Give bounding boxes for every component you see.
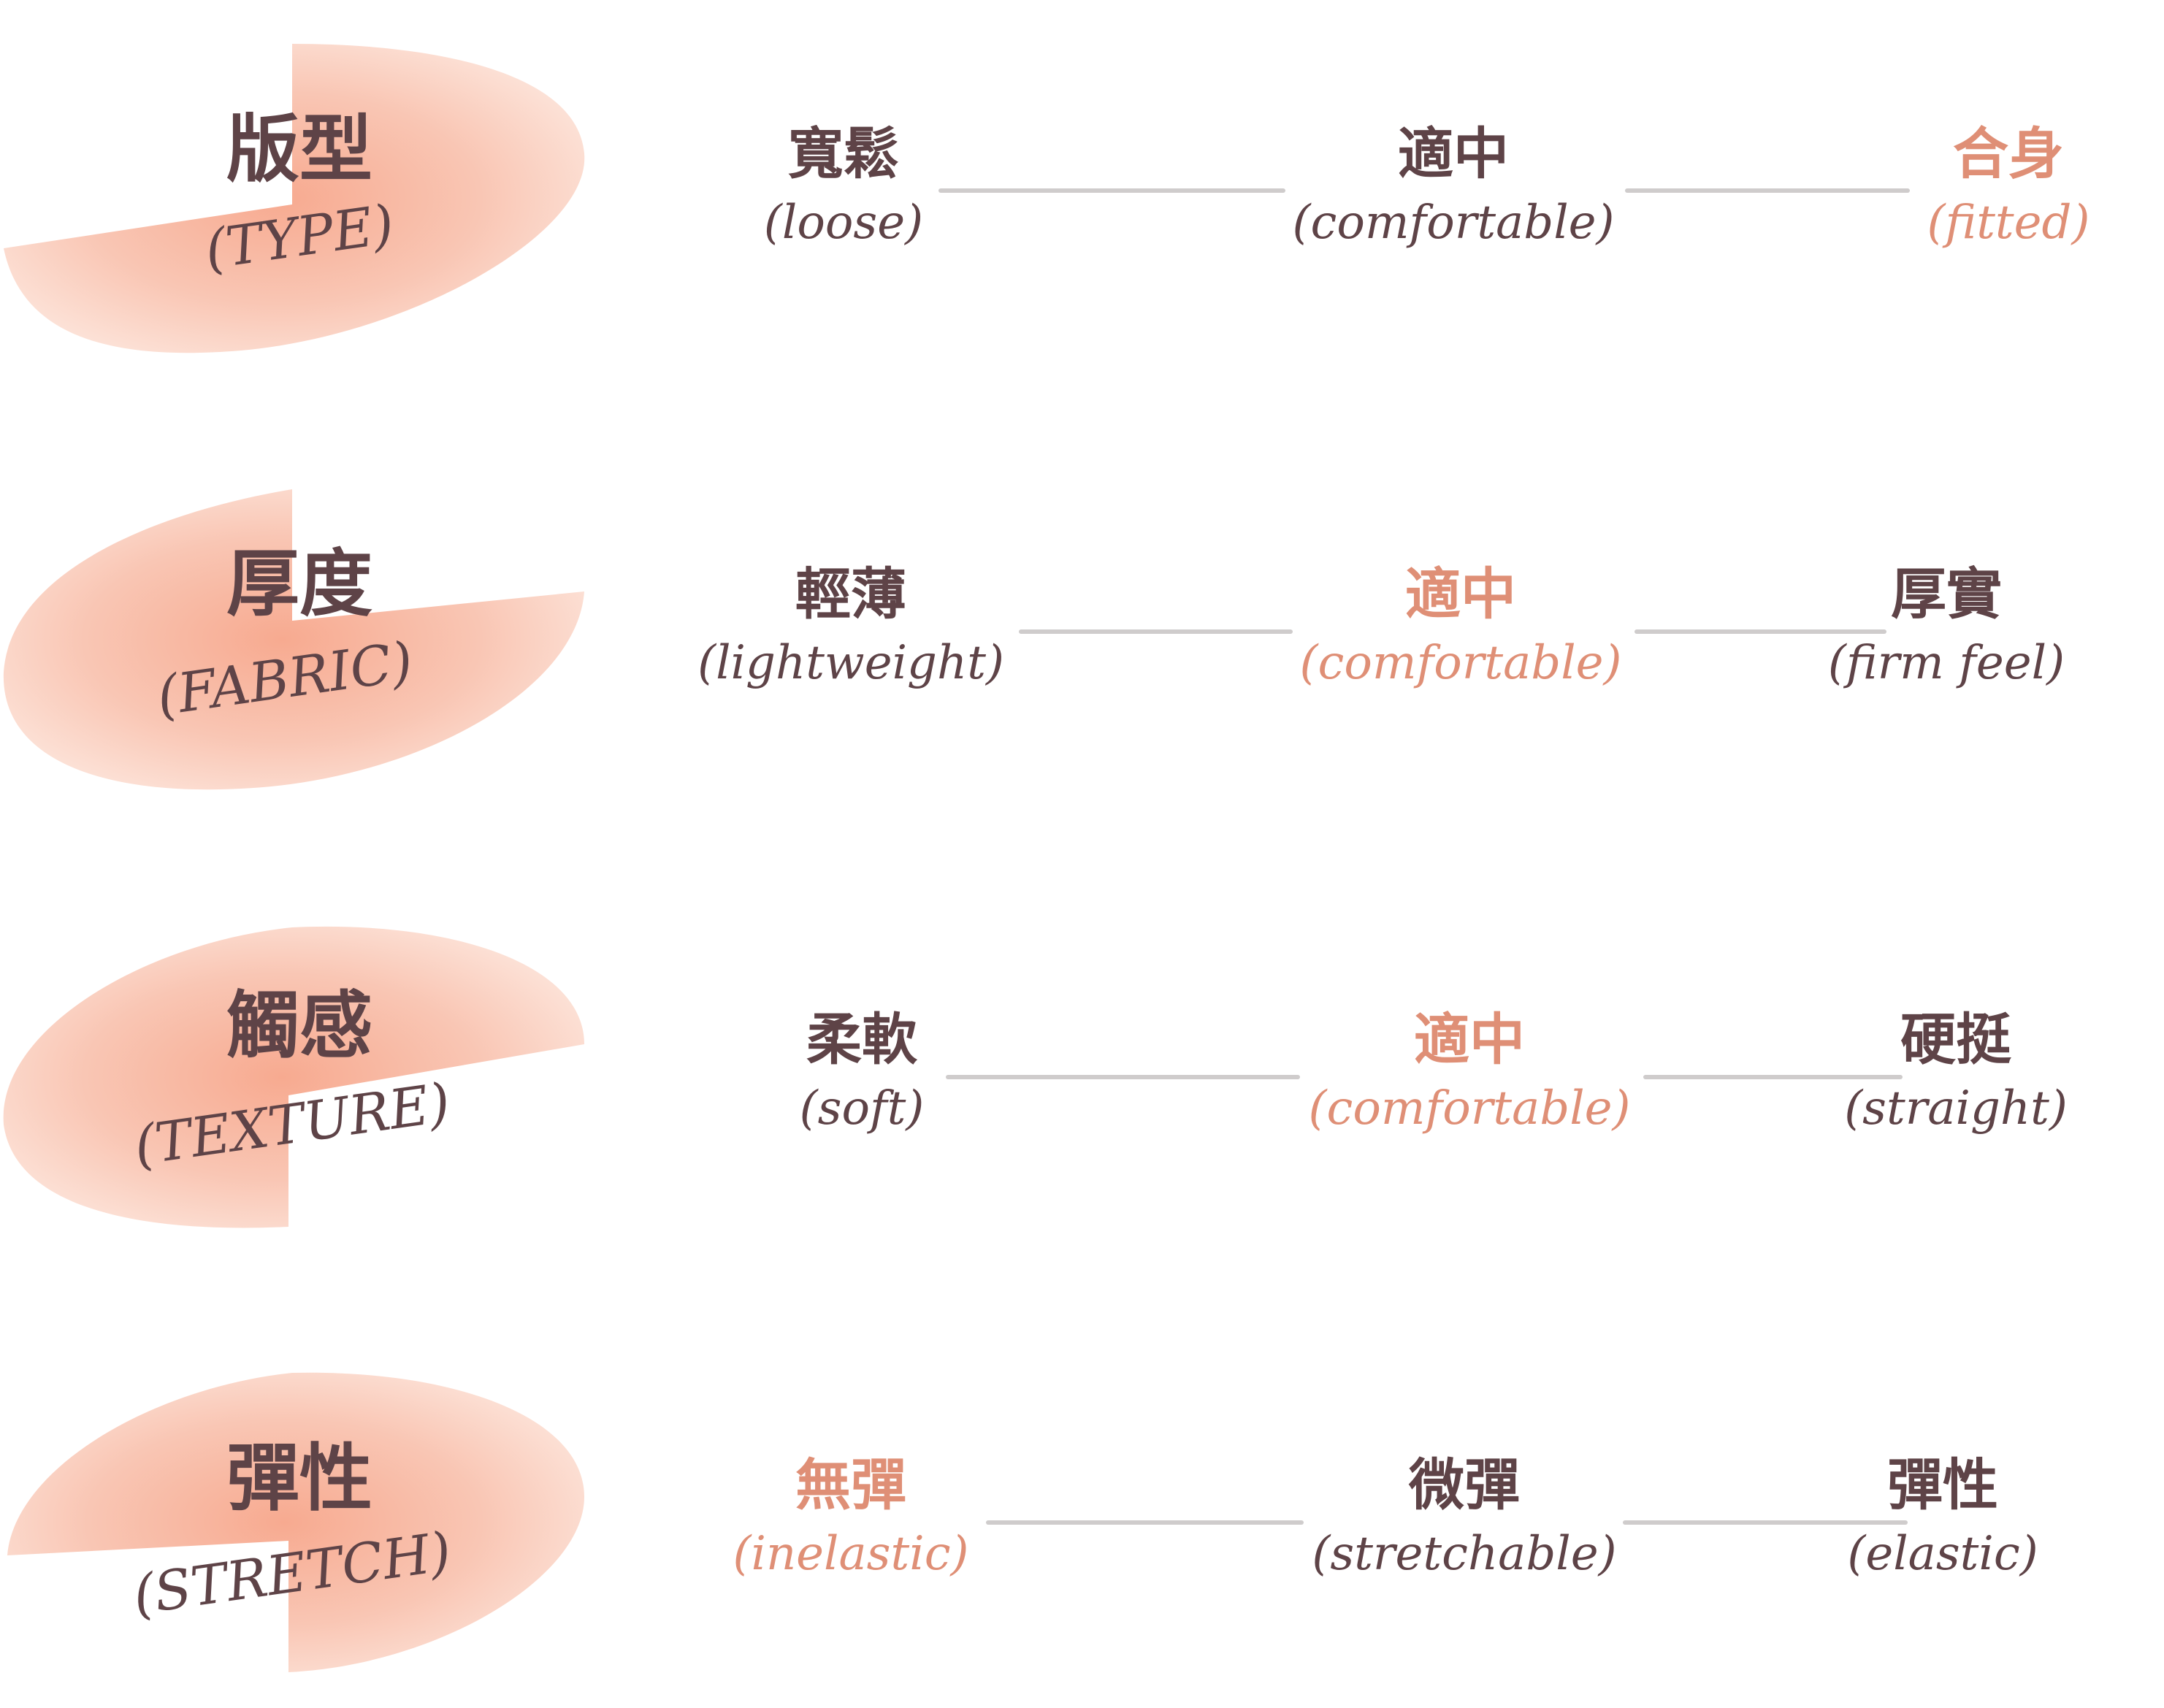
option-label-zh: 柔軟 (806, 1007, 917, 1072)
option-label-zh: 厚實 (1891, 562, 2002, 627)
option-2[interactable]: 彈性 (elastic) (1753, 1452, 2133, 1583)
connector-line (986, 1520, 1304, 1525)
connector-line (938, 188, 1285, 193)
attribute-row-texture: 觸感 (TEXTURE) 柔軟 (soft) 適中 (comfortable) … (0, 913, 2164, 1228)
option-label-zh: 微彈 (1409, 1452, 1520, 1517)
option-0[interactable]: 寬鬆 (loose) (654, 120, 1033, 252)
option-2[interactable]: 厚實 (firm feel) (1756, 561, 2136, 692)
option-2[interactable]: 硬挺 (straight) (1766, 1006, 2146, 1138)
connector-line (1625, 188, 1910, 193)
option-label-zh: 合身 (1953, 121, 2064, 186)
connector-line (1019, 629, 1293, 634)
option-label-zh: 適中 (1398, 121, 1509, 186)
option-label-en: (elastic) (1847, 1527, 2038, 1581)
option-label-en: (firm feel) (1827, 636, 2065, 690)
attribute-row-fabric: 厚度 (FABRIC) 輕薄 (lightweight) 適中 (comfort… (0, 475, 2164, 790)
category-label-zh: 彈性 (226, 1436, 372, 1521)
option-label-zh: 輕薄 (795, 562, 906, 627)
connector-line (1635, 629, 1886, 634)
option-label-zh: 適中 (1414, 1007, 1525, 1072)
category-label-zh: 版型 (226, 107, 372, 192)
option-1[interactable]: 適中 (comfortable) (1280, 1006, 1659, 1138)
option-label-zh: 彈性 (1887, 1452, 1998, 1517)
option-label-zh: 適中 (1405, 562, 1516, 627)
option-0[interactable]: 無彈 (inelastic) (661, 1452, 1041, 1583)
option-label-en: (comfortable) (1308, 1081, 1631, 1136)
option-label-en: (inelastic) (733, 1527, 969, 1581)
category-label-zh: 厚度 (226, 541, 372, 627)
attribute-row-type: 版型 (TYPE) 寬鬆 (loose) 適中 (comfortable) 合身… (0, 29, 2164, 353)
option-label-zh: 無彈 (795, 1452, 906, 1517)
category-blob (3, 489, 584, 790)
option-label-zh: 寬鬆 (788, 121, 899, 186)
option-label-en: (comfortable) (1299, 636, 1622, 690)
option-label-en: (soft) (799, 1081, 925, 1136)
option-0[interactable]: 柔軟 (soft) (672, 1006, 1052, 1138)
option-label-zh: 硬挺 (1900, 1007, 2011, 1072)
option-2[interactable]: 合身 (fitted) (1819, 120, 2164, 252)
connector-line (1623, 1520, 1908, 1525)
attribute-row-stretch: 彈性 (STRETCH) 無彈 (inelastic) 微彈 (stretcha… (0, 1358, 2164, 1672)
option-label-en: (stretchable) (1312, 1527, 1617, 1581)
option-1[interactable]: 微彈 (stretchable) (1274, 1452, 1654, 1583)
category-blob (3, 926, 585, 1228)
category-label-zh: 觸感 (226, 983, 372, 1068)
category-blob (4, 44, 585, 353)
option-label-en: (comfortable) (1292, 196, 1615, 250)
option-label-en: (lightweight) (697, 636, 1004, 690)
option-1[interactable]: 適中 (comfortable) (1263, 120, 1643, 252)
option-label-en: (fitted) (1927, 196, 2090, 250)
option-1[interactable]: 適中 (comfortable) (1271, 561, 1651, 692)
option-0[interactable]: 輕薄 (lightweight) (661, 561, 1041, 692)
connector-line (946, 1075, 1300, 1079)
option-label-en: (straight) (1844, 1081, 2068, 1136)
connector-line (1643, 1075, 1903, 1079)
option-label-en: (loose) (763, 196, 924, 250)
category-blob (7, 1372, 584, 1672)
